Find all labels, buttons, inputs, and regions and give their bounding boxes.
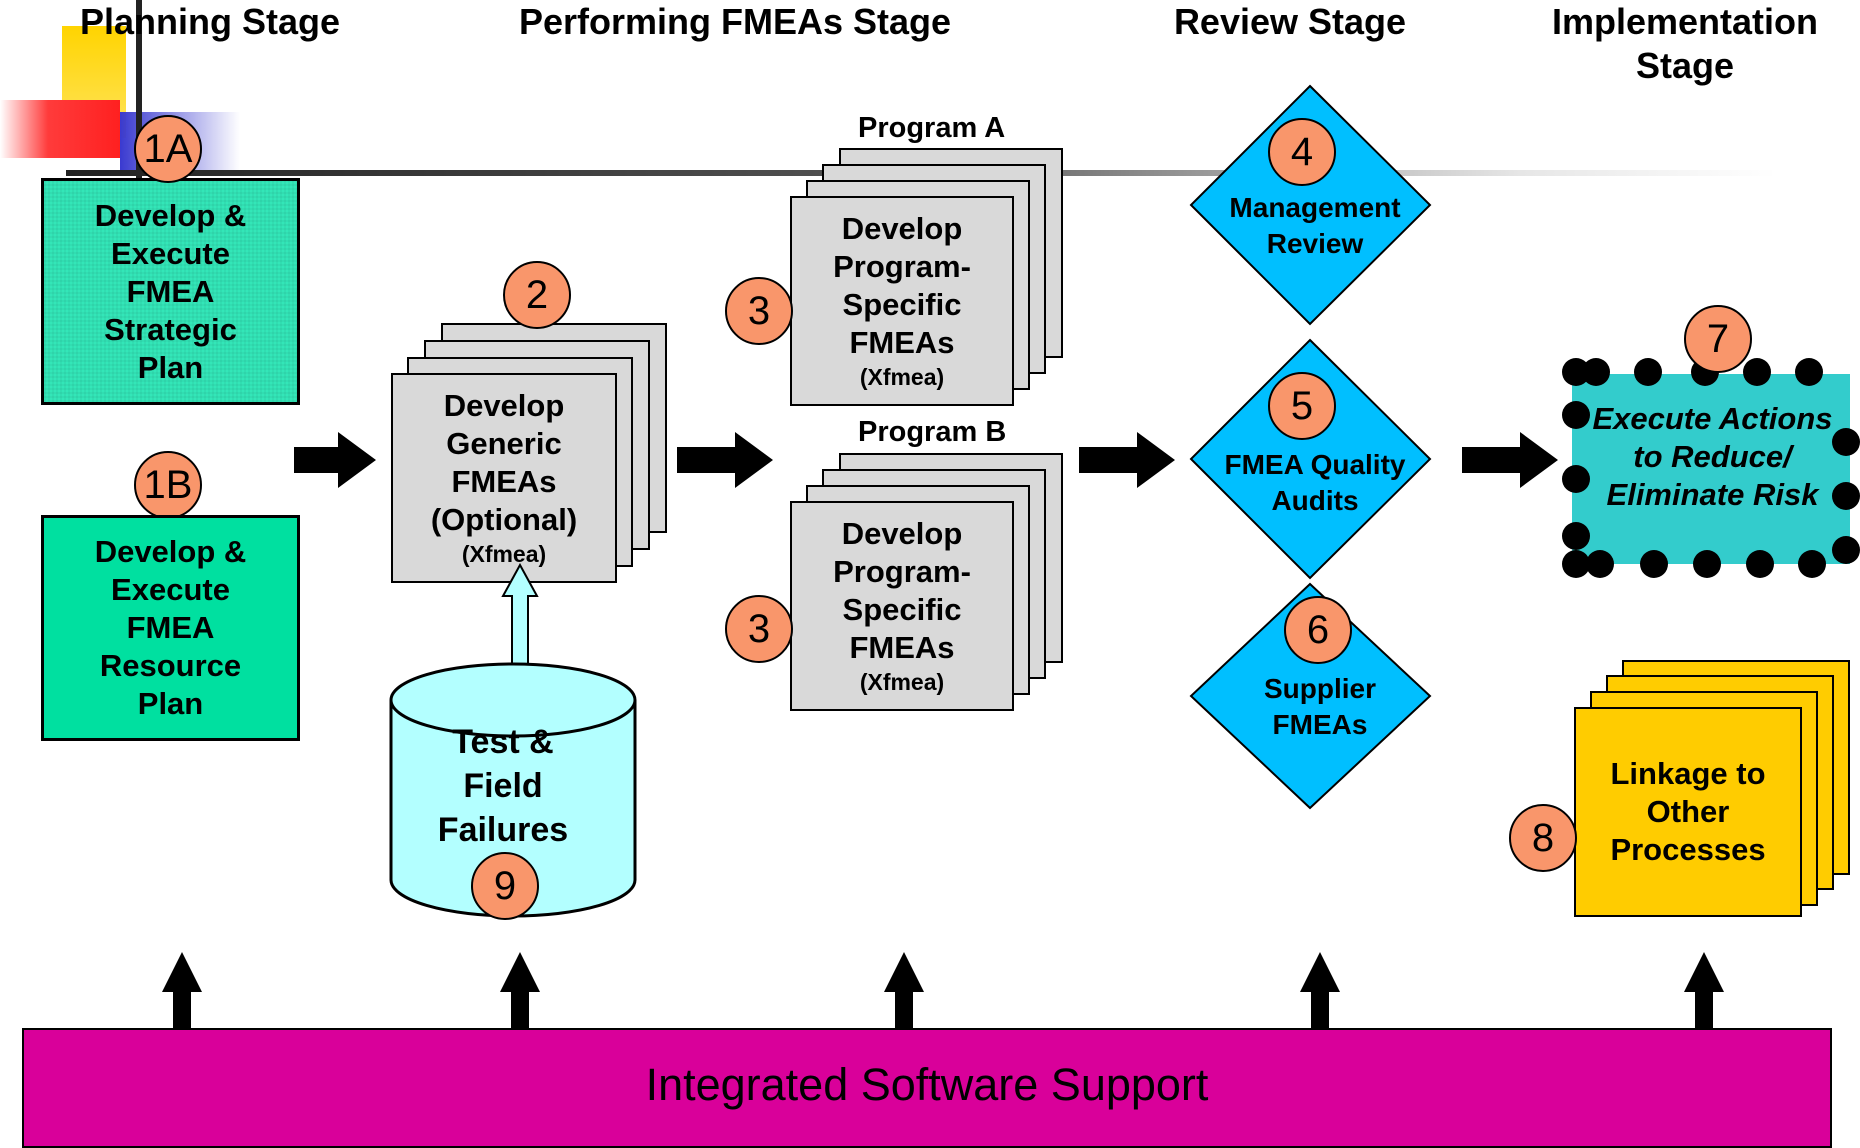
border-dot [1693,550,1721,578]
border-dot [1562,550,1590,578]
test-field-failures-text: Test & Field Failures [437,723,569,849]
step-1a-circle: 1A [134,115,202,183]
program-b-fmeas-box: Develop Program-Specific FMEAs (Xfmea) [790,501,1014,711]
step-2-circle: 2 [503,261,571,329]
support-arrow-2 [500,952,540,1030]
generic-fmeas-box: Develop Generic FMEAs (Optional) (Xfmea) [391,373,617,583]
generic-fmeas-tool: (Xfmea) [461,541,547,567]
strategic-plan-box: Develop & Execute FMEA Strategic Plan [41,178,300,405]
management-review-text: Management Review [1229,192,1401,259]
flow-arrow-4 [1462,432,1558,488]
resource-plan-box: Develop & Execute FMEA Resource Plan [41,515,300,741]
step-4-circle: 4 [1268,118,1336,186]
border-dot [1582,358,1610,386]
stage-performing: Performing FMEAs Stage [518,1,952,42]
quality-audits-diamond [1189,338,1432,580]
border-dot [1832,428,1860,456]
management-review-diamond [1189,84,1432,326]
support-arrow-4 [1300,952,1340,1030]
step-9-circle: 9 [471,852,539,920]
border-dot [1832,536,1860,564]
stage-implementation: Implementation Stage [1551,1,1819,86]
border-dot [1832,482,1860,510]
program-b-fmeas-text: Develop Program-Specific FMEAs [833,516,971,665]
step-7-circle: 7 [1684,305,1752,373]
linkage-box: Linkage to Other Processes [1574,707,1802,917]
program-b-fmeas-tool: (Xfmea) [859,669,945,695]
border-dot [1795,358,1823,386]
linkage-text: Linkage to Other Processes [1610,756,1766,867]
program-a-label: Program A [858,112,1006,144]
border-dot [1634,358,1662,386]
supplier-fmeas-diamond [1189,582,1432,810]
supplier-fmeas-text: Supplier FMEAs [1263,673,1376,740]
border-dot [1640,550,1668,578]
program-a-fmeas-box: Develop Program-Specific FMEAs (Xfmea) [790,196,1014,406]
border-dot [1746,550,1774,578]
border-dot [1586,550,1614,578]
border-dot [1743,358,1771,386]
flow-arrow-2 [677,432,773,488]
program-b-label: Program B [858,416,1007,448]
execute-actions-box [1572,374,1850,564]
step-3b-circle: 3 [725,595,793,663]
integrated-software-bar: Integrated Software Support [22,1028,1832,1148]
border-dot [1562,401,1590,429]
border-dot [1798,550,1826,578]
integrated-software-text: Integrated Software Support [645,1059,1209,1110]
support-arrow-5 [1684,952,1724,1030]
step-1b-circle: 1B [134,451,202,519]
border-dot [1562,522,1590,550]
step-3a-circle: 3 [725,277,793,345]
flow-arrow-3 [1079,432,1175,488]
support-arrow-3 [884,952,924,1030]
strategic-plan-text: Develop & Execute FMEA Strategic Plan [94,197,247,385]
stage-planning: Planning Stage [79,1,341,42]
support-arrow-1 [162,952,202,1030]
resource-plan-text: Develop & Execute FMEA Resource Plan [94,534,247,721]
program-a-fmeas-tool: (Xfmea) [859,364,945,390]
step-8-circle: 8 [1509,804,1577,872]
program-a-fmeas-text: Develop Program-Specific FMEAs [833,211,971,360]
flow-arrow-1 [294,432,376,488]
step-6-circle: 6 [1284,596,1352,664]
quality-audits-text: FMEA Quality Audits [1224,449,1406,516]
border-dot [1562,465,1590,493]
generic-fmeas-text: Develop Generic FMEAs (Optional) [430,388,578,537]
stage-review: Review Stage [1173,1,1407,42]
execute-actions-text: Execute Actions to Reduce/ Eliminate Ris… [1592,401,1833,512]
step-5-circle: 5 [1268,372,1336,440]
